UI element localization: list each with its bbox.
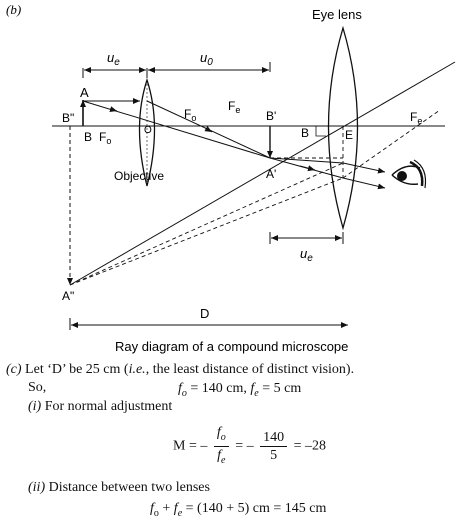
label-uo: u0: [200, 50, 213, 68]
sum-value: = (140 + 5) cm = 145 cm: [185, 501, 327, 516]
distance-equation: fo + fe = (140 + 5) cm = 145 cm: [150, 501, 327, 519]
part-i-line: (i) For normal adjustment: [28, 399, 172, 415]
part-c-text-ie: i.e.: [128, 362, 146, 377]
label-objective: Objective: [114, 169, 164, 183]
part-c-text-2: , the least distance of distinct vision)…: [145, 362, 355, 377]
fo-value: = 140 cm,: [190, 381, 247, 396]
eye-icon: [391, 159, 427, 189]
label-B1: B': [266, 109, 276, 123]
label-A1: A': [266, 167, 276, 181]
label-B-small: B: [301, 126, 309, 140]
so-line: So,: [28, 380, 46, 396]
diagram-caption: Ray diagram of a compound microscope: [115, 339, 348, 354]
label-Fe-mid: Fe: [228, 99, 240, 115]
part-ii-text: Distance between two lenses: [48, 480, 210, 495]
part-c-text-1: Let ‘D’ be 25 cm (: [25, 362, 129, 377]
label-A: A: [80, 85, 89, 100]
so-label: So,: [28, 380, 47, 395]
part-ii-label: (ii): [28, 480, 46, 495]
label-E: E: [345, 128, 353, 142]
ray-diagram: (b) ue u0 ue: [6, 2, 456, 354]
fraction-140-5: 140 5: [260, 429, 288, 464]
fraction-fo-fe: fo fe: [213, 424, 229, 469]
eye-lens: [327, 25, 359, 231]
part-i-label: (i): [28, 399, 42, 414]
label-Fe-right: Fe: [410, 110, 422, 126]
label-B2: B": [62, 111, 74, 125]
label-Fo-mid: Fo: [184, 107, 196, 123]
m-eq: M = –: [173, 438, 208, 454]
label-Fo-left: Fo: [99, 130, 111, 146]
result: = –28: [293, 438, 327, 454]
label-O: O: [144, 125, 152, 136]
label-eye-lens: Eye lens: [312, 7, 362, 22]
label-ue-right: ue: [300, 246, 313, 264]
label-D: D: [200, 306, 209, 321]
label-A2: A": [62, 289, 74, 303]
eq2: = –: [235, 438, 254, 454]
part-c-line: (c) Let ‘D’ be 25 cm (i.e., the least di…: [6, 362, 354, 378]
part-i-text: For normal adjustment: [44, 399, 173, 414]
label-B: B: [84, 130, 92, 144]
focal-lengths: fo = 140 cm, fe = 5 cm: [178, 381, 302, 399]
part-label: (b): [6, 2, 21, 17]
label-ue-left: ue: [107, 50, 120, 68]
part-c-label: (c): [6, 362, 22, 377]
magnification-equation: M = – fo fe = – 140 5 = –28: [173, 424, 326, 469]
part-ii-line: (ii) Distance between two lenses: [28, 480, 210, 496]
fe-value: = 5 cm: [262, 381, 302, 396]
